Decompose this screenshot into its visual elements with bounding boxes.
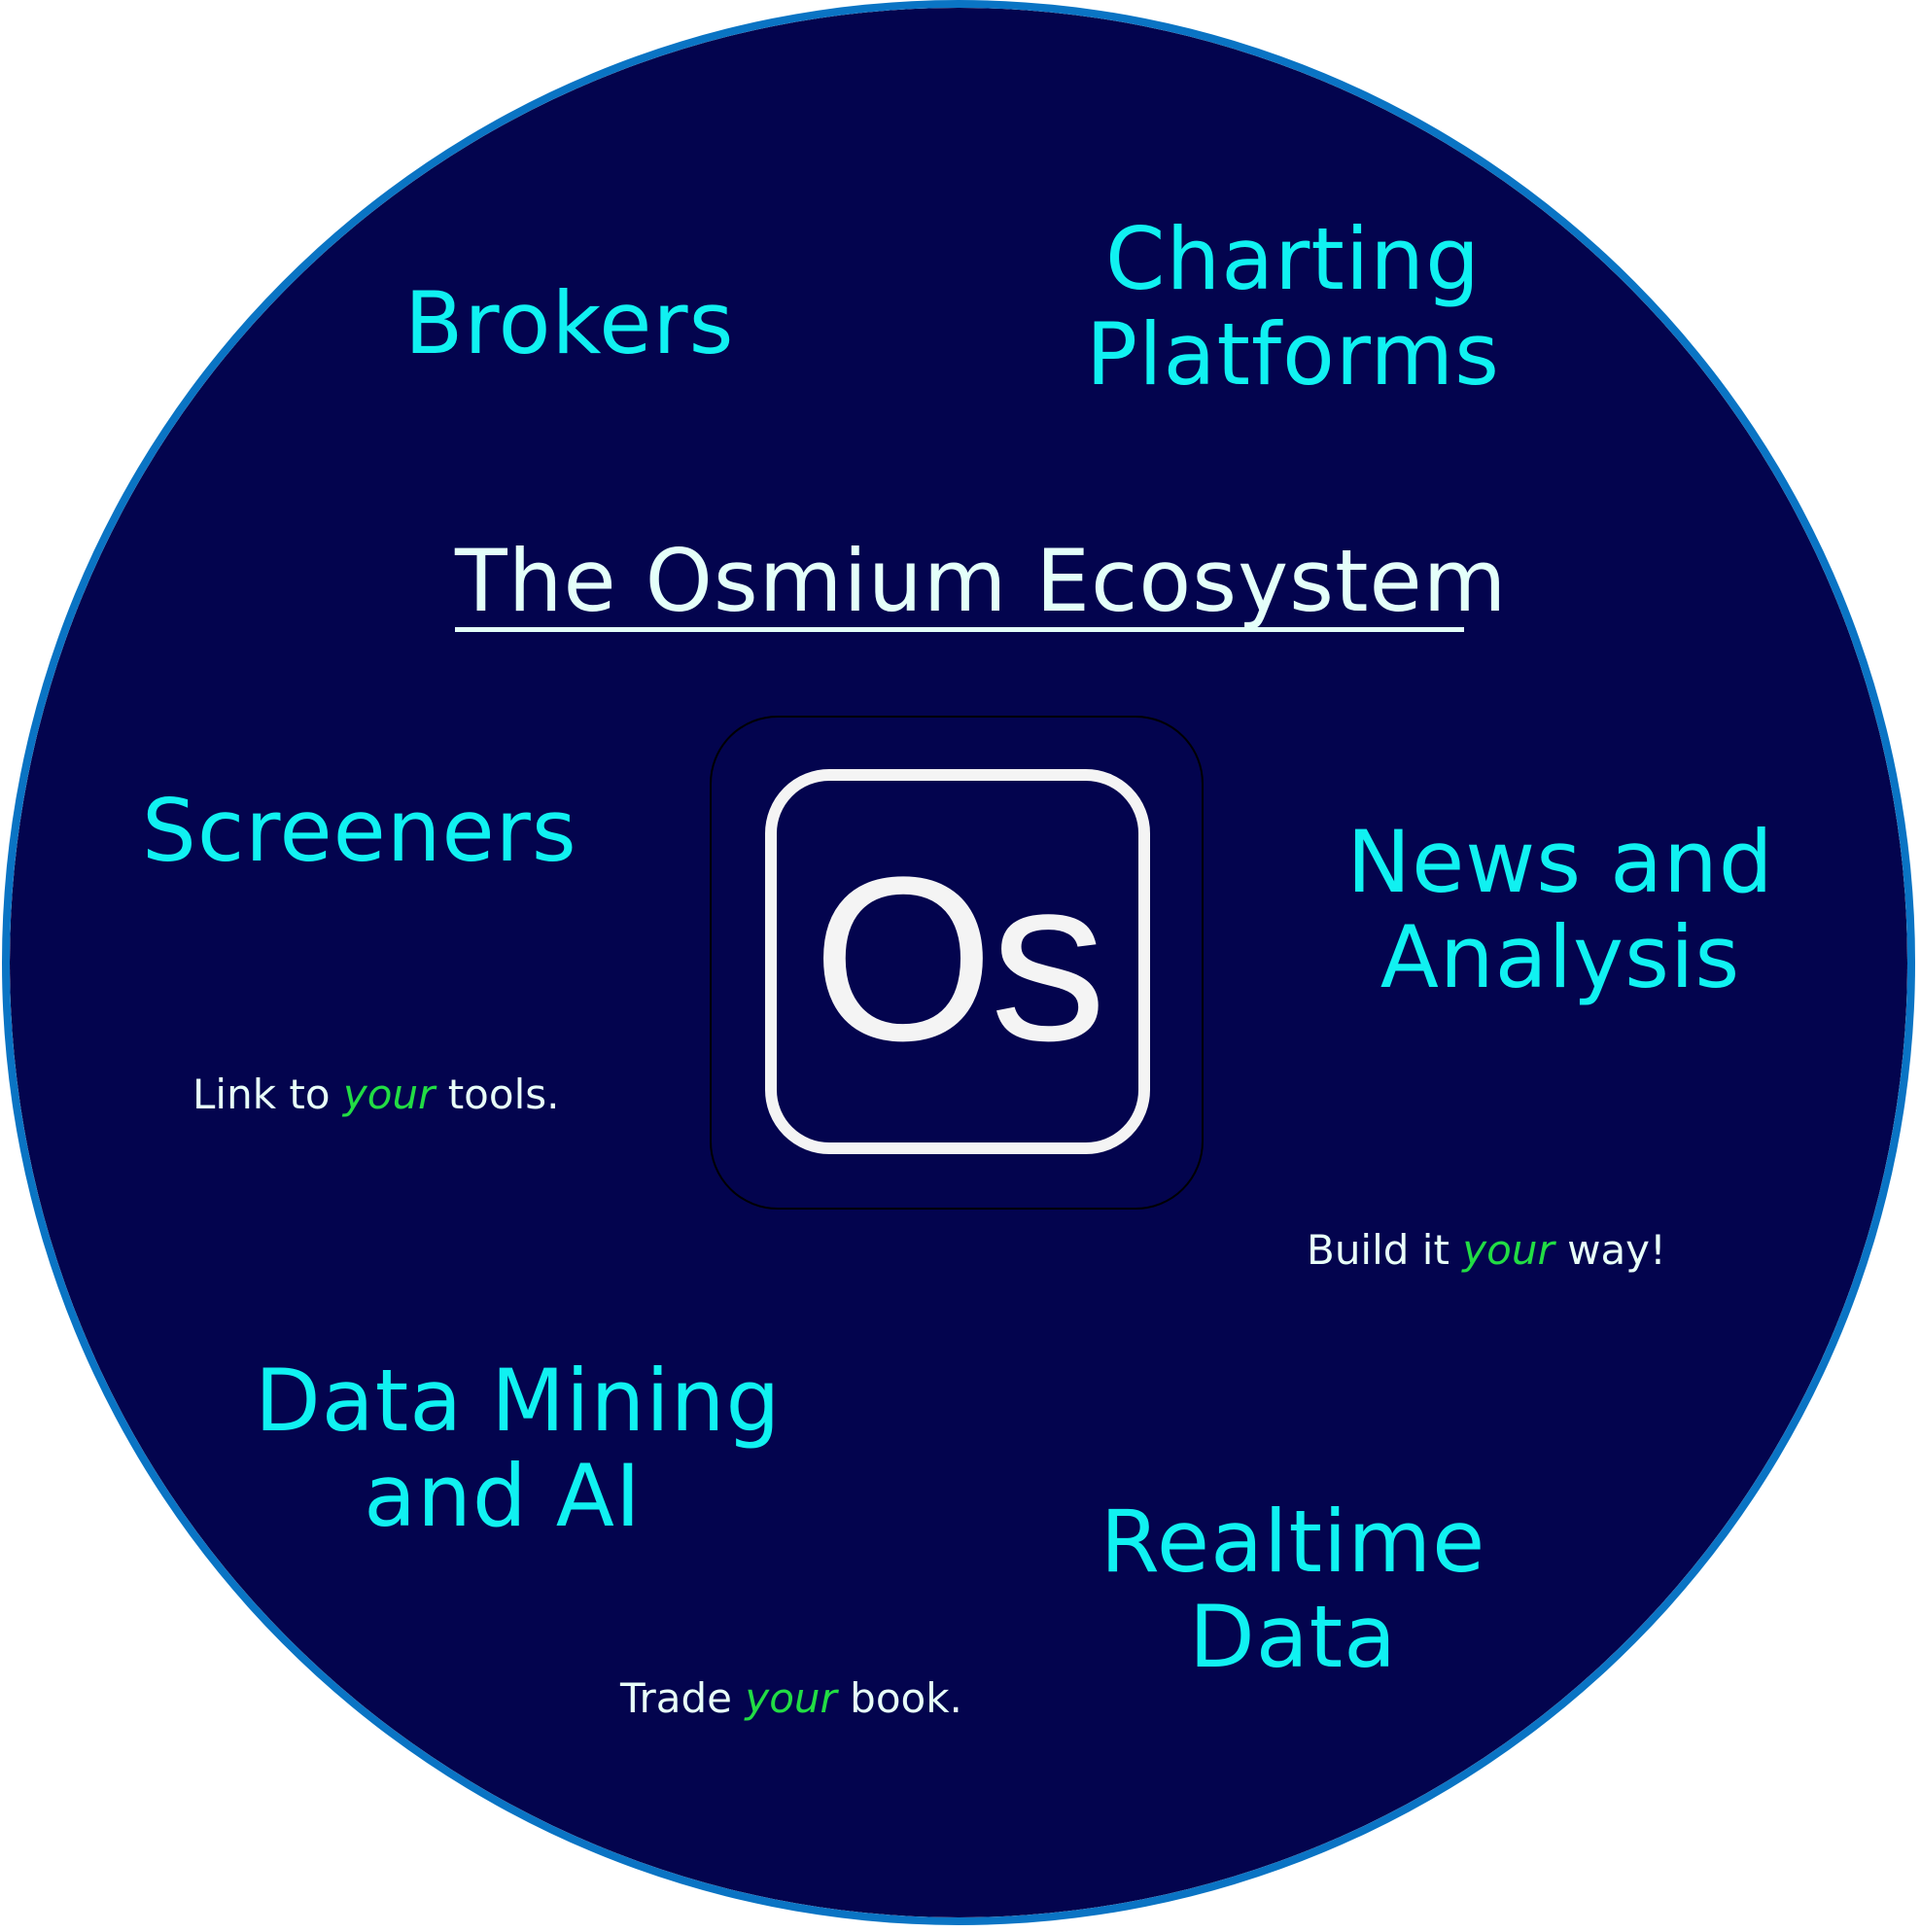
tagline-trade-before: Trade (620, 1674, 732, 1722)
tagline-build-way: Build it your way! (1307, 1226, 1666, 1275)
category-brokers-line-1: Brokers (404, 273, 735, 373)
page-title-underline (455, 627, 1464, 632)
category-news-analysis: News and Analysis (1342, 815, 1779, 1005)
category-brokers: Brokers (404, 273, 735, 373)
tagline-link-emphasis: your (342, 1071, 436, 1118)
category-news-line-2: Analysis (1380, 907, 1741, 1007)
tagline-trade-book: Trade your book. (620, 1674, 962, 1723)
tagline-trade-emphasis: your (745, 1674, 837, 1722)
category-datamining-line-1: Data Mining (255, 1351, 782, 1451)
category-charting-platforms: Charting Platforms (1079, 212, 1507, 403)
page-title: The Osmium Ecosystem (455, 531, 1508, 631)
tagline-link-after: tools. (447, 1071, 560, 1118)
tagline-build-after: way! (1567, 1226, 1666, 1274)
category-charting-line-1: Charting (1105, 209, 1481, 309)
category-realtime-line-1: Realtime (1100, 1492, 1486, 1592)
category-screeners-line-1: Screeners (142, 781, 577, 881)
category-realtime-data: Realtime Data (1099, 1494, 1487, 1685)
category-datamining-line-2: and AI (364, 1446, 642, 1546)
osmium-logo-icon: Os (765, 769, 1150, 1154)
tagline-build-emphasis: your (1462, 1226, 1554, 1274)
tagline-link-tools: Link to your tools. (192, 1071, 559, 1119)
category-data-mining-ai: Data Mining and AI (255, 1351, 782, 1546)
category-charting-line-2: Platforms (1086, 304, 1500, 404)
category-screeners: Screeners (142, 781, 577, 881)
category-realtime-line-2: Data (1188, 1587, 1398, 1687)
tagline-link-before: Link to (192, 1071, 331, 1118)
osmium-logo-text: Os (812, 828, 1107, 1089)
tagline-trade-after: book. (850, 1674, 962, 1722)
tagline-build-before: Build it (1307, 1226, 1449, 1274)
category-news-line-1: News and (1346, 812, 1774, 912)
